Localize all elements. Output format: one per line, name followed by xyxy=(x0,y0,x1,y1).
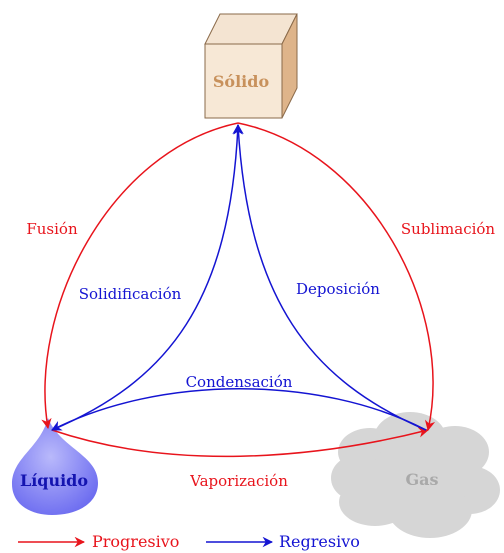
solidification-arrow xyxy=(51,123,243,431)
liquid-drop-icon xyxy=(12,418,98,515)
liquid-label: Líquido xyxy=(20,471,88,490)
condensation-arrow xyxy=(51,388,427,431)
deposition-label: Deposición xyxy=(296,280,380,298)
solidification-label: Solidificación xyxy=(79,285,182,303)
fusion-label: Fusión xyxy=(26,220,78,238)
sublimation-label: Sublimación xyxy=(401,220,496,238)
legend: Progresivo Regresivo xyxy=(18,532,360,551)
sublimation-arrow xyxy=(237,122,436,432)
legend-progressive-label: Progresivo xyxy=(92,532,179,551)
fusion-arrow xyxy=(41,122,239,430)
solid-label: Sólido xyxy=(213,72,270,91)
deposition-arrow xyxy=(233,123,427,431)
gas-cloud-icon xyxy=(331,412,500,538)
gas-label: Gas xyxy=(405,470,438,489)
condensation-label: Condensación xyxy=(186,373,293,391)
legend-regressive-label: Regresivo xyxy=(279,532,360,551)
solid-cube-icon xyxy=(204,13,298,119)
vaporization-arrow xyxy=(51,427,430,458)
vaporization-label: Vaporización xyxy=(189,472,288,490)
